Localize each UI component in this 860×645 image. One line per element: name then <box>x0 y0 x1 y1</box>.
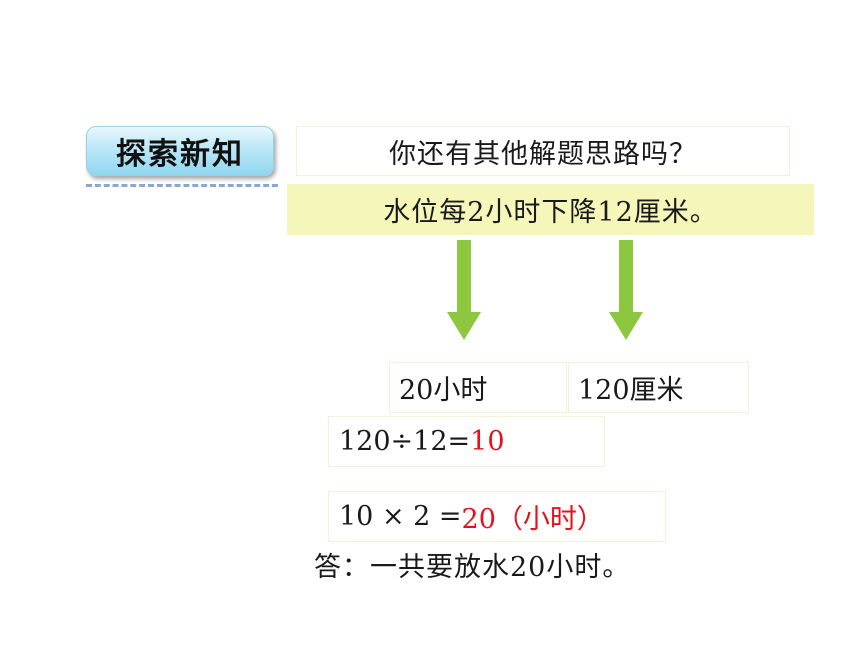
hours-result-text: 20小时 <box>399 375 488 406</box>
question-text: 你还有其他解题思路吗？ <box>389 138 697 170</box>
down-arrow-icon <box>609 240 643 340</box>
cm-result-text: 120厘米 <box>578 375 684 406</box>
equation-division-result: 10 <box>470 426 505 457</box>
section-badge-label: 探索新知 <box>116 137 244 172</box>
answer-line: 答：一共要放水20小时。 <box>314 540 630 588</box>
equation-division-box: 120÷12=10 <box>328 416 605 467</box>
given-info-bar: 水位每2小时下降12厘米。 <box>287 184 814 235</box>
question-box: 你还有其他解题思路吗？ <box>296 126 790 176</box>
answer-text: 答：一共要放水20小时。 <box>314 551 631 583</box>
down-arrow-icon <box>447 240 481 340</box>
equation-multiply-expr: 10 × 2 = <box>339 501 462 532</box>
given-text: 水位每2小时下降12厘米。 <box>383 197 718 228</box>
badge-dashed-divider <box>86 184 278 187</box>
hours-result-box: 20小时 <box>389 362 567 413</box>
equation-multiply-box: 10 × 2 =20（小时） <box>328 491 666 542</box>
equation-division-expr: 120÷12= <box>339 426 471 457</box>
cm-result-box: 120厘米 <box>568 362 749 413</box>
section-badge: 探索新知 <box>86 126 274 176</box>
equation-multiply-result: 20（小时） <box>461 504 604 535</box>
